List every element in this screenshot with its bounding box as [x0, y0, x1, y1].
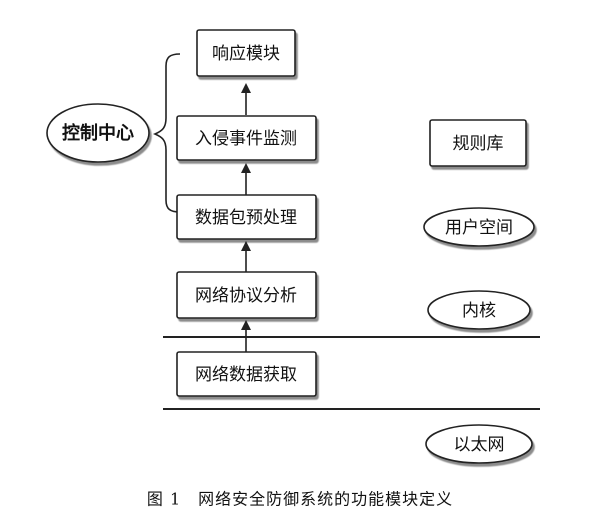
user-space-layer-node: 用户空间	[423, 207, 535, 247]
control-center-label: 控制中心	[62, 122, 134, 144]
data-acquisition-module-label: 网络数据获取	[195, 365, 297, 385]
ethernet-layer-node: 以太网	[425, 424, 533, 464]
data-acquisition-module-box: 网络数据获取	[176, 351, 317, 397]
rule-base-box: 规则库	[429, 119, 527, 167]
figure-caption: 图 1 网络安全防御系统的功能模块定义	[147, 490, 453, 509]
response-module-box: 响应模块	[196, 29, 296, 77]
response-module-label: 响应模块	[212, 44, 280, 64]
packet-preprocessing-module-label: 数据包预处理	[195, 208, 297, 228]
kernel-layer-node: 内核	[427, 290, 531, 330]
intrusion-detection-module-label: 入侵事件监测	[195, 129, 297, 149]
packet-preprocessing-module-box: 数据包预处理	[176, 194, 317, 240]
kernel-label: 内核	[462, 301, 496, 321]
protocol-analysis-module-box: 网络协议分析	[176, 271, 317, 319]
rule-base-label: 规则库	[453, 134, 504, 154]
user-space-label: 用户空间	[445, 218, 513, 238]
ethernet-label: 以太网	[454, 435, 505, 455]
control-center-brace	[152, 53, 181, 213]
control-center-node: 控制中心	[46, 103, 150, 163]
protocol-analysis-module-label: 网络协议分析	[195, 286, 297, 306]
intrusion-detection-module-box: 入侵事件监测	[176, 115, 317, 161]
